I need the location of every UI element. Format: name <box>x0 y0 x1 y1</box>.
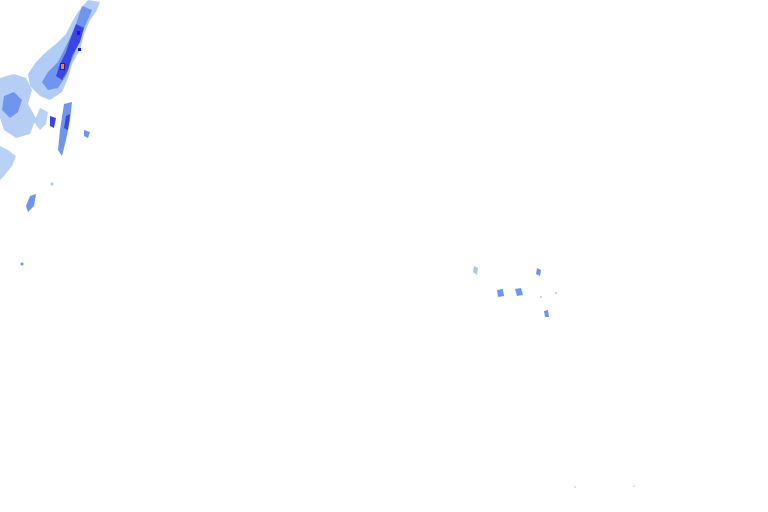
precip-cell <box>20 262 24 266</box>
precip-cell <box>633 485 635 487</box>
precip-cell <box>2 92 22 118</box>
precip-cell <box>555 292 557 294</box>
precip-cell <box>540 296 542 298</box>
precip-cell <box>515 288 523 296</box>
precip-cell <box>50 182 54 186</box>
precip-cell <box>574 486 576 488</box>
precip-cell <box>84 130 90 138</box>
precip-cell <box>0 146 16 180</box>
precip-cluster-southeast <box>473 266 635 488</box>
precip-cell <box>77 31 80 35</box>
precip-cell <box>78 48 81 51</box>
precip-cell <box>50 116 56 128</box>
precip-cell <box>536 268 541 276</box>
precip-cell <box>64 114 70 130</box>
precip-cell <box>58 102 72 156</box>
precip-cell <box>26 194 36 212</box>
precip-cell <box>497 289 504 297</box>
precip-cell <box>61 64 64 69</box>
precip-cell <box>34 108 48 130</box>
precip-cell <box>473 266 478 275</box>
precip-cell <box>544 310 549 317</box>
precip-cluster-northwest <box>0 0 100 266</box>
